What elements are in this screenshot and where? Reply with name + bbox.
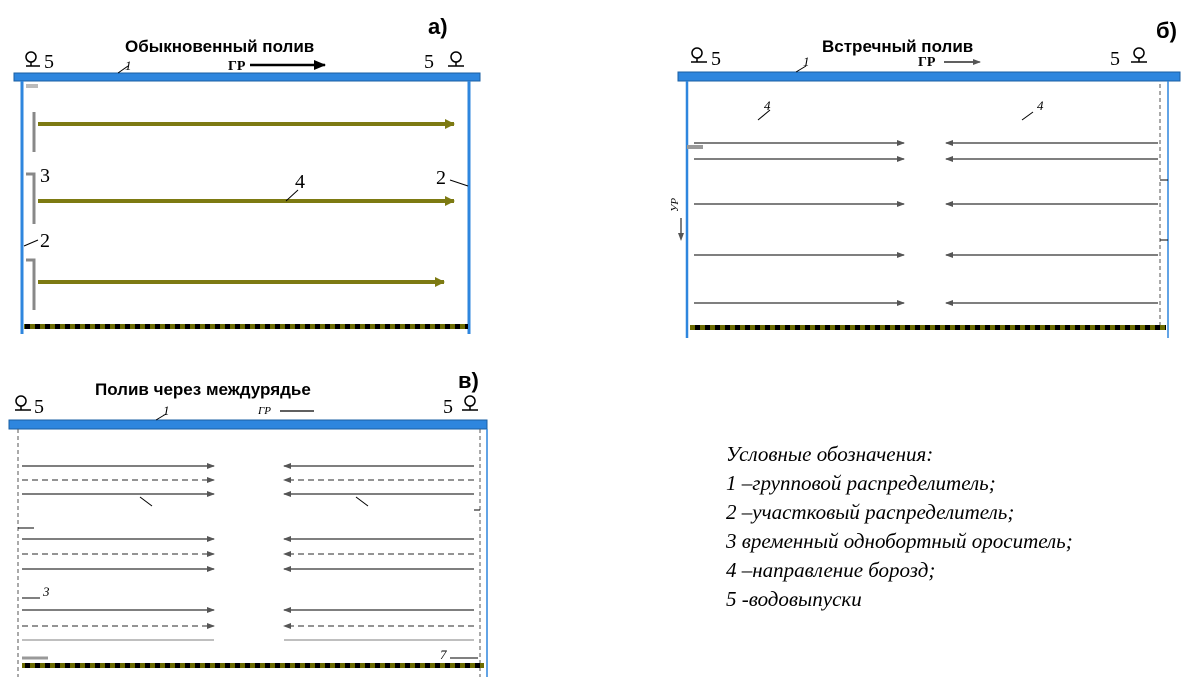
legend: Условные обозначения: 1 –групповой распр… [726, 440, 1176, 614]
panel-b-group-distributor [677, 71, 1181, 82]
panel-b-gr-label: ГР [918, 55, 936, 70]
panel-b-label-5-right: 5 [1110, 48, 1120, 70]
panel-a-label-1: 1 [125, 58, 132, 73]
panel-c-label-5-right: 5 [443, 396, 453, 418]
legend-item: 3 временный однобортный ороситель; [726, 529, 1073, 553]
panel-b-up-label: УР [669, 198, 681, 212]
panel-c-outlet-right-icon [462, 395, 478, 411]
panel-c-label-1: 1 [163, 403, 170, 418]
panel-b: б) Встречный полив ГР 5 5 1 УР [669, 18, 1181, 338]
panel-a-gr-label: ГР [228, 59, 246, 74]
panel-a-outlet-left-icon [25, 51, 40, 67]
panel-a-label-4: 4 [295, 171, 305, 193]
legend-item: 4 –направление борозд; [726, 558, 936, 582]
panel-a-label-2-left: 2 [40, 230, 50, 252]
panel-c-furrow-group-2 [22, 536, 474, 572]
panel-a-label-2-right: 2 [436, 167, 446, 189]
panel-c-furrow-group-3 [22, 607, 474, 641]
panel-b-label-4-left: 4 [764, 98, 771, 113]
panel-c-furrow-group-1 [22, 463, 474, 497]
legend-item: 5 -водовыпуски [726, 587, 862, 611]
panel-b-label-5-left: 5 [711, 48, 721, 70]
panel-c-drainage [22, 663, 484, 668]
panel-b-label-4-right: 4 [1037, 98, 1044, 113]
panel-b-outlet-right-icon [1131, 47, 1147, 63]
panel-a-outlet-right-icon [448, 51, 464, 67]
panel-c-group-distributor [8, 419, 488, 430]
panel-b-corner-label: б) [1156, 18, 1177, 43]
panel-c: в) Полив через междурядье ГР 5 5 1 [8, 368, 488, 677]
panel-b-label-1: 1 [803, 54, 810, 69]
panel-a-label-5-left: 5 [44, 51, 54, 73]
legend-item: 2 –участковый распределитель; [726, 500, 1015, 524]
panel-c-label-3: 3 [42, 584, 50, 599]
panel-a-group-distributor [13, 72, 481, 82]
panel-a: а) Обыкновенный полив ГР 5 5 1 3 [13, 14, 481, 334]
panel-c-gr-label: ГР [257, 405, 271, 417]
panel-a-drainage [24, 324, 468, 329]
legend-item: 1 –групповой распределитель; [726, 471, 996, 495]
panel-a-label-5-right: 5 [424, 51, 434, 73]
panel-b-outlet-left-icon [691, 47, 707, 63]
panel-c-title: Полив через междурядье [95, 380, 311, 399]
legend-heading: Условные обозначения: [726, 442, 934, 466]
panel-b-furrows-right [945, 140, 1158, 306]
panel-a-temp-sprinkler-2 [26, 172, 36, 224]
panel-c-corner-label: в) [458, 368, 479, 393]
panel-b-title: Встречный полив [822, 37, 973, 56]
panel-b-furrows-left [694, 140, 905, 306]
panel-c-label-5-left: 5 [34, 396, 44, 418]
panel-a-corner-label: а) [428, 14, 448, 39]
panel-a-temp-sprinkler-3 [26, 258, 36, 310]
panel-b-drainage [690, 325, 1166, 330]
panel-a-label-3: 3 [40, 165, 50, 187]
panel-c-label-7: 7 [440, 647, 447, 662]
panel-a-title: Обыкновенный полив [125, 37, 314, 56]
panel-c-outlet-left-icon [15, 395, 31, 411]
